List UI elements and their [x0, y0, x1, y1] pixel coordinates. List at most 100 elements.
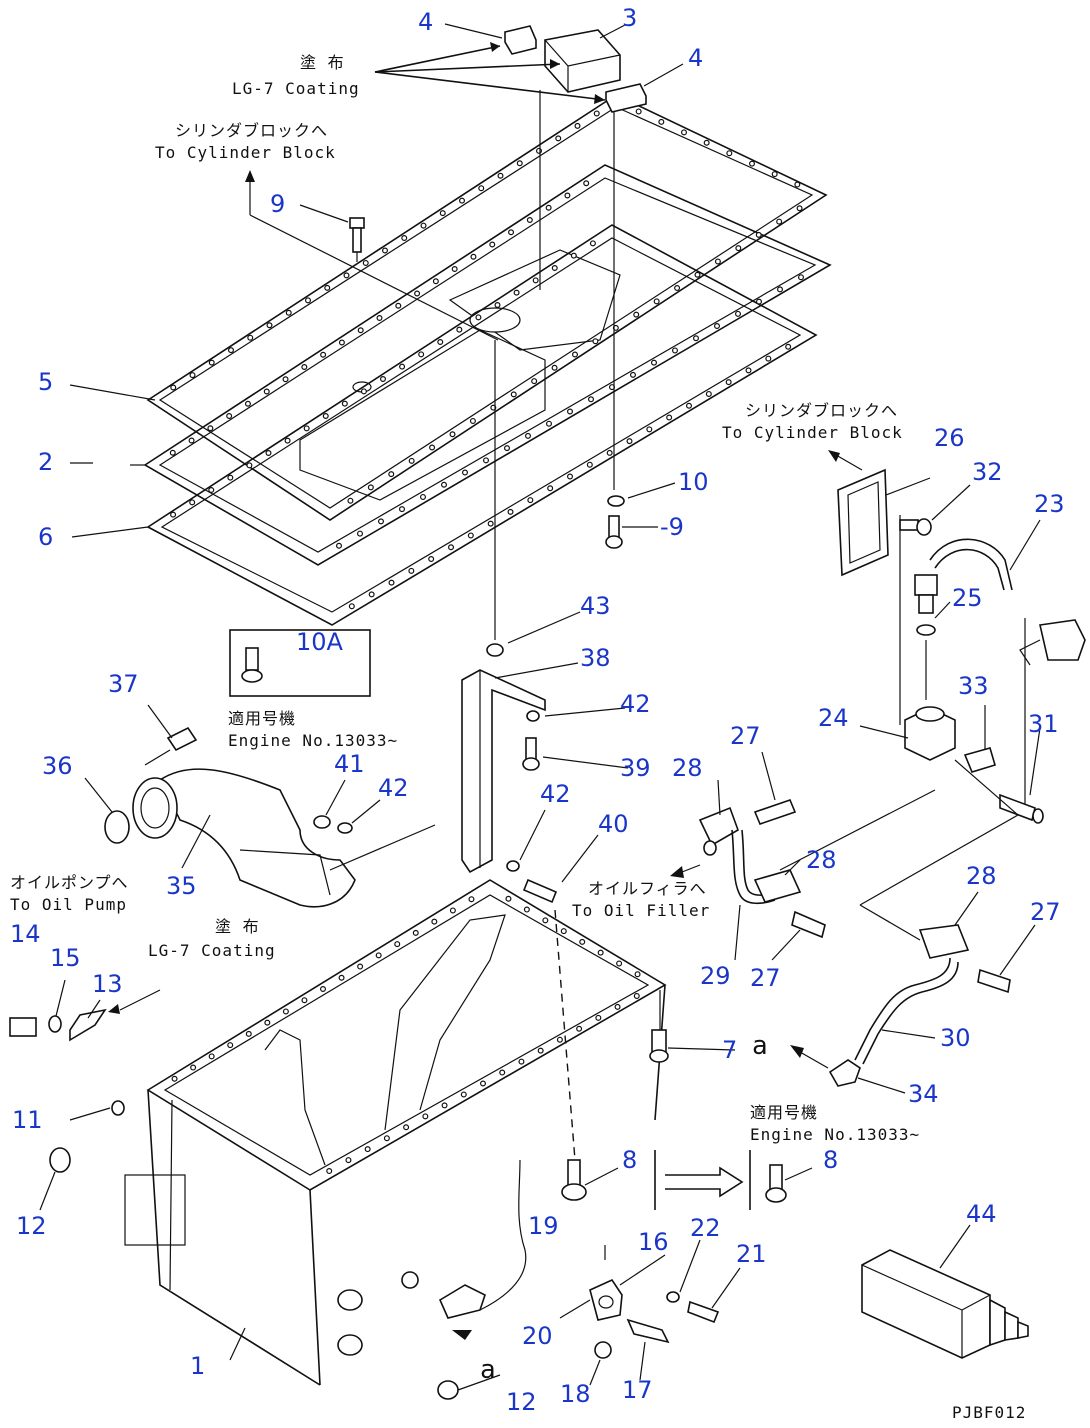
bolt-hole	[560, 928, 567, 935]
bolt-hole	[564, 192, 571, 199]
caption-ref-a-bottom: a	[480, 1355, 497, 1385]
bolt-hole	[480, 1080, 487, 1087]
bolt-hole	[653, 298, 660, 305]
bolt-9-top	[349, 217, 365, 262]
bolt-hole	[616, 960, 623, 967]
label-part-6: 6	[38, 523, 53, 551]
bolt-hole	[208, 359, 215, 366]
bolt-hole	[170, 511, 177, 518]
bolt-11	[111, 1100, 125, 1116]
bolt-hole	[449, 431, 456, 438]
oil-pan-bolt-holes	[171, 895, 641, 1175]
label-part-11: 11	[12, 1106, 43, 1134]
bolt-hole	[745, 367, 752, 374]
bolt-hole	[545, 204, 552, 211]
label-part-38: 38	[580, 644, 611, 672]
bolt-hole	[282, 376, 289, 383]
bolt-hole	[336, 542, 343, 549]
label-part-19: 19	[528, 1212, 559, 1240]
bolt-hole	[499, 1069, 506, 1076]
bolt-hole	[375, 952, 382, 959]
bolt-hole	[266, 322, 273, 329]
bolt-hole	[646, 426, 653, 433]
bolt-hole	[408, 457, 415, 464]
caption-oil-pump-jp: オイルポンプへ	[10, 873, 129, 892]
bolt-hole	[586, 461, 593, 468]
bolt-hole	[705, 390, 712, 397]
label-part-42c: 42	[540, 780, 571, 808]
bolt-hole	[412, 929, 419, 936]
bolt-hole	[338, 339, 345, 346]
label-part-35: 35	[166, 872, 197, 900]
bolt-hole	[593, 110, 600, 117]
bolt-hole	[725, 379, 732, 386]
bolt-hole	[301, 997, 308, 1004]
bolt-hole	[378, 518, 385, 525]
bolt-hole	[566, 408, 573, 415]
washer-42-low	[506, 860, 520, 872]
bolt-hole	[448, 544, 455, 551]
bracket-26	[837, 468, 889, 577]
bolt-hole	[666, 414, 673, 421]
label-part-3: 3	[622, 4, 637, 32]
label-part-29: 29	[700, 962, 731, 990]
bolt-hole	[399, 506, 406, 513]
bolt-hole	[399, 363, 406, 370]
bolt-hole	[776, 286, 783, 293]
bolt-hole	[468, 896, 475, 903]
bolt-hole	[357, 530, 364, 537]
label-part-27a: 27	[730, 722, 761, 750]
bolt-hole	[265, 450, 272, 457]
coating-arrows	[374, 42, 606, 104]
bolt-hole	[703, 139, 710, 146]
label-part-10a: 10A	[296, 628, 344, 656]
bolt-hole	[526, 217, 533, 224]
bolt-hole	[574, 122, 581, 129]
bolt-hole	[345, 1157, 352, 1164]
bolt-hole	[343, 272, 350, 279]
bolt-hole	[303, 425, 310, 432]
bolt-hole	[189, 499, 196, 506]
bolt-hole	[414, 290, 421, 297]
bolt-hole	[432, 278, 439, 285]
adapter-24	[904, 706, 956, 761]
label-part-25: 25	[952, 584, 983, 612]
bolt-hole	[571, 351, 578, 358]
bolt-21	[687, 1300, 720, 1324]
bolt-hole	[748, 160, 755, 167]
washer-10	[607, 495, 625, 507]
bolt-hole	[531, 378, 538, 385]
bolt-hole	[326, 1168, 333, 1175]
pan-side-bosses	[337, 1271, 419, 1356]
bolt-hole	[579, 938, 586, 945]
bolt-hole	[658, 118, 665, 125]
bolt-hole	[190, 1064, 197, 1071]
suction-pipe-35	[132, 768, 356, 908]
bolt-hole	[428, 556, 435, 563]
label-part-8a: 8	[622, 1146, 637, 1174]
bolt-hole	[420, 222, 427, 229]
bolt-hole	[341, 400, 348, 407]
caption-applicable-jp: 適用号機	[228, 709, 296, 728]
caption-to-cylinder-block: To Cylinder Block	[155, 143, 336, 162]
bolt-hole	[227, 474, 234, 481]
bolt-hole	[382, 247, 389, 254]
to-cylinder-block-arrow	[245, 170, 499, 341]
bolt-hole	[301, 364, 308, 371]
bolt-hole	[513, 289, 520, 296]
bolt-hole	[614, 1003, 621, 1010]
bolt-hole	[456, 326, 463, 333]
bolt-hole	[595, 1014, 602, 1021]
bolt-hole	[170, 384, 177, 391]
label-part-26: 26	[934, 424, 965, 452]
bolt-hole	[796, 205, 803, 212]
bolt-hole	[556, 1036, 563, 1043]
label-part-36: 36	[42, 752, 73, 780]
label-part-16: 16	[638, 1228, 669, 1256]
caption-coating-jp-mid: 塗 布	[215, 917, 260, 936]
bolt-hole	[510, 391, 517, 398]
bolt-hole	[489, 241, 496, 248]
label-part-4b: 4	[688, 44, 703, 72]
bolt-hole	[635, 108, 642, 115]
gasket-6	[146, 224, 818, 626]
